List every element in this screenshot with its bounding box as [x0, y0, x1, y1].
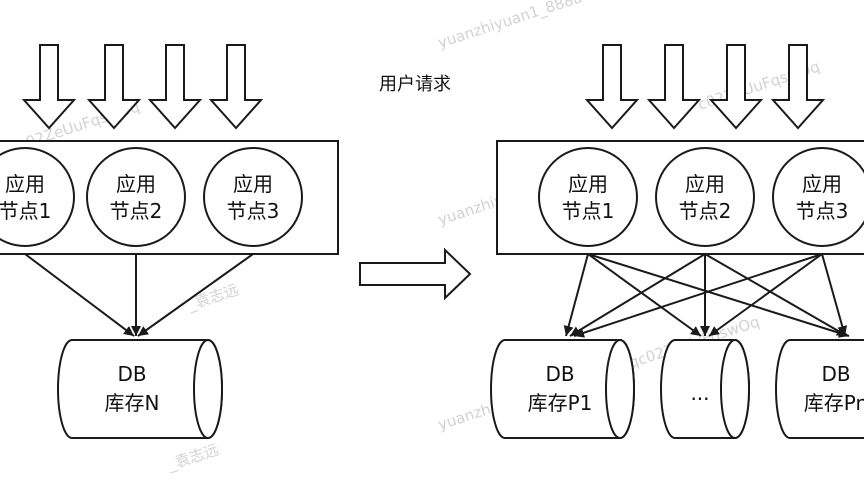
- connection-arrow: [587, 253, 702, 337]
- connection-arrow: [24, 253, 135, 337]
- right-arrow-icon: [359, 247, 472, 301]
- db-label: 库存Pn: [804, 391, 864, 415]
- right-request-arrows: [584, 44, 826, 130]
- node-label: 节点1: [562, 199, 615, 223]
- left-db-cylinder: DB 库存N: [57, 339, 223, 439]
- down-arrow-icon: [646, 44, 702, 130]
- db-label: 库存N: [105, 391, 160, 415]
- watermark-text: yuanzhiyuan1_888a: [436, 0, 585, 53]
- connection-arrow: [704, 253, 848, 337]
- db-label: DB: [545, 362, 574, 386]
- right-db-cylinder-1: DB 库存P1: [490, 339, 635, 439]
- connection-arrow: [708, 253, 823, 337]
- node-label: 应用: [685, 172, 725, 196]
- connection-arrow: [573, 253, 823, 338]
- node-label: 节点2: [110, 199, 163, 223]
- node-label: 应用: [5, 172, 45, 196]
- diagram-title: 用户请求: [379, 74, 451, 95]
- connection-arrow: [563, 253, 589, 337]
- connection-arrow: [587, 253, 850, 338]
- node-label: 节点3: [796, 199, 849, 223]
- node-label: 节点2: [679, 199, 732, 223]
- left-connections: [24, 253, 254, 337]
- node-label: 应用: [568, 172, 608, 196]
- connection-arrow: [821, 253, 848, 337]
- connection-arrow: [137, 253, 254, 337]
- connection-arrow: [569, 253, 706, 337]
- left-node-3: 应用 节点3: [203, 147, 303, 247]
- db-label: DB: [117, 362, 146, 386]
- right-db-cylinder-2: ...: [660, 339, 750, 439]
- left-request-arrows: [21, 44, 264, 130]
- db-label: 库存P1: [528, 391, 593, 415]
- right-node-2: 应用 节点2: [655, 147, 755, 247]
- down-arrow-icon: [86, 44, 142, 130]
- down-arrow-icon: [584, 44, 640, 130]
- db-label: DB: [821, 362, 850, 386]
- node-label: 应用: [233, 172, 273, 196]
- down-arrow-icon: [21, 44, 77, 130]
- node-label: 应用: [802, 172, 842, 196]
- node-label: 应用: [116, 172, 156, 196]
- right-node-3: 应用 节点3: [772, 147, 864, 247]
- db-ellipsis-label: ...: [690, 381, 709, 405]
- right-connections: [563, 253, 850, 338]
- down-arrow-icon: [708, 44, 764, 130]
- down-arrow-icon: [208, 44, 264, 130]
- left-node-1: 应用 节点1: [0, 147, 75, 247]
- down-arrow-icon: [770, 44, 826, 130]
- right-db-cylinder-3: DB 库存Pn: [775, 339, 864, 439]
- node-label: 节点3: [227, 199, 280, 223]
- watermark-text: _袁志远: [165, 440, 222, 475]
- right-node-1: 应用 节点1: [538, 147, 638, 247]
- node-label: 节点1: [0, 199, 51, 223]
- left-node-2: 应用 节点2: [86, 147, 186, 247]
- down-arrow-icon: [147, 44, 203, 130]
